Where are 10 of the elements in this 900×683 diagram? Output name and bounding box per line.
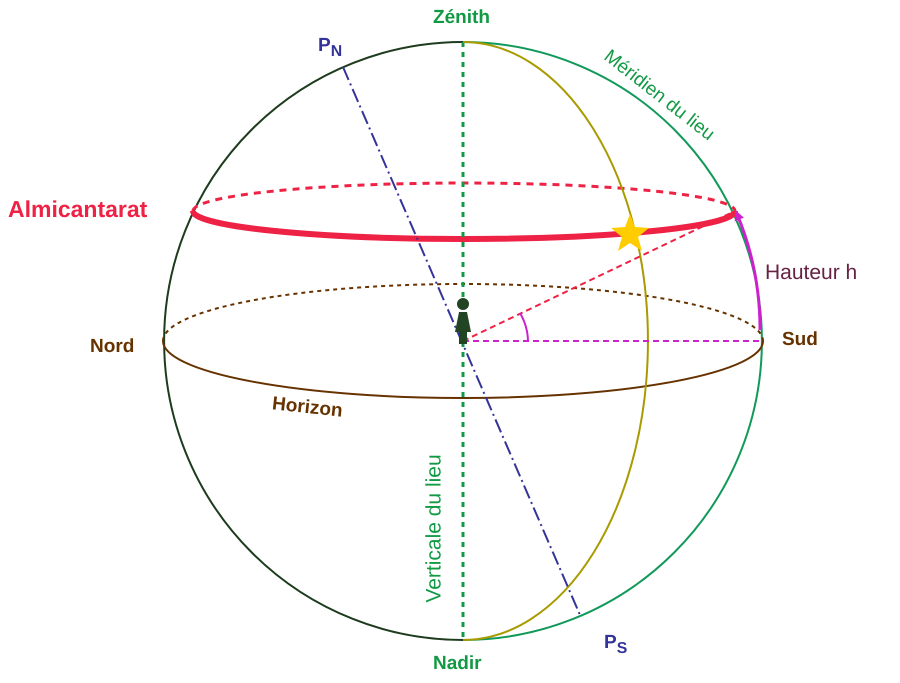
label: Nadir xyxy=(433,654,482,673)
label: Zénith xyxy=(433,8,490,27)
label: Sud xyxy=(782,330,818,349)
label: Horizon xyxy=(271,394,344,421)
label: Almicantarat xyxy=(8,198,148,221)
label: Verticale du lieu xyxy=(424,454,445,603)
label: Nord xyxy=(90,337,134,356)
label: Hauteur h xyxy=(765,262,858,283)
label: P$_{S}$ xyxy=(604,633,628,657)
label: P$_{N}$ xyxy=(318,36,342,60)
